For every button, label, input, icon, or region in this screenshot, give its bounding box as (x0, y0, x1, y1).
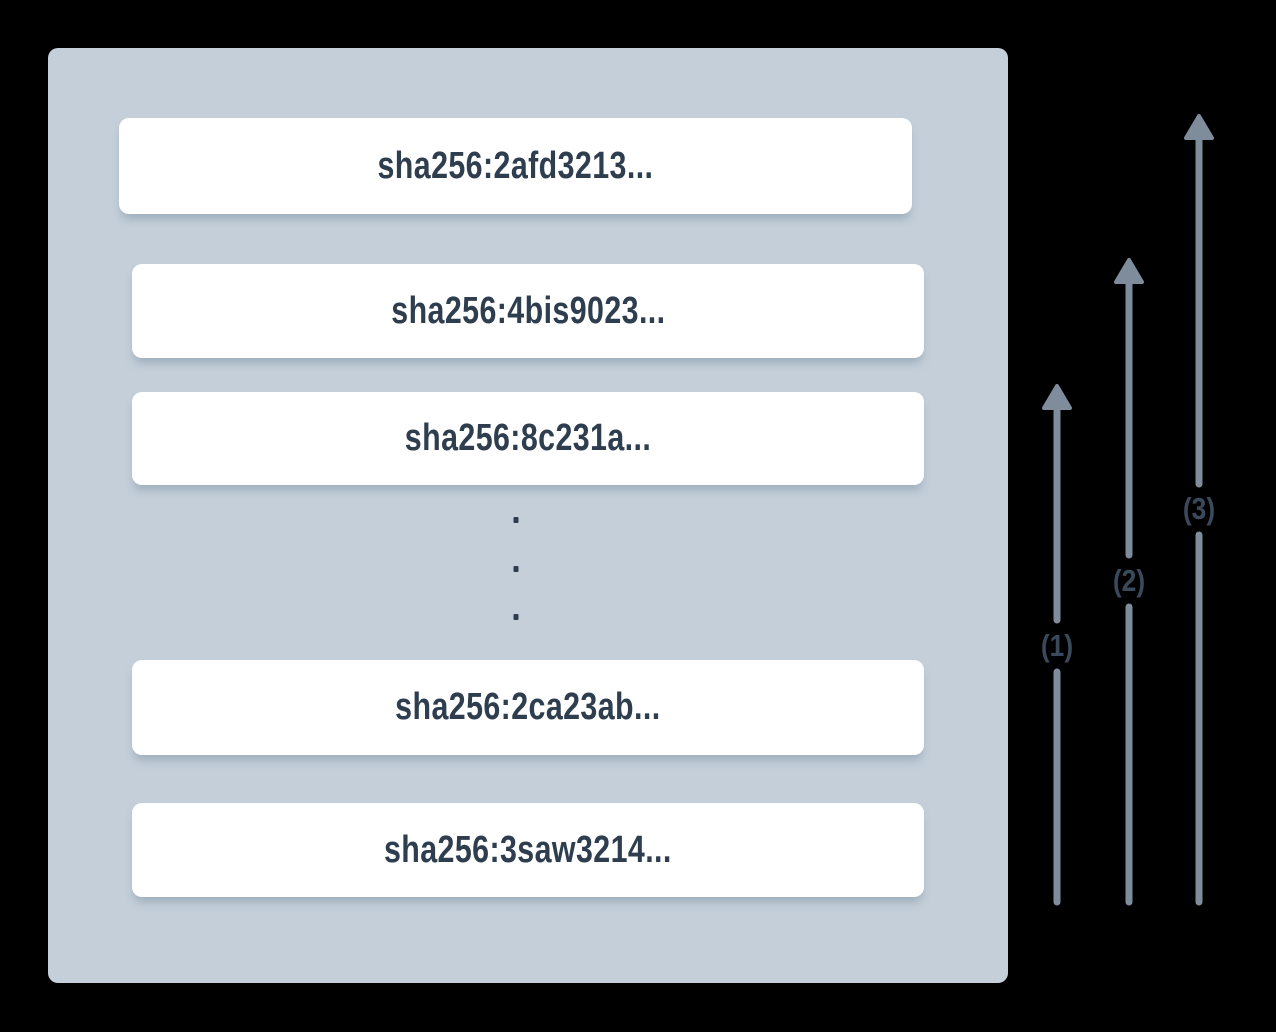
up-arrow-2-icon (1114, 258, 1144, 906)
ellipsis-dot-icon (513, 566, 519, 572)
arrow-label-1: (1) (1040, 628, 1074, 663)
ellipsis-dot-icon (513, 517, 519, 523)
layer-hash-box: sha256:3saw3214... (132, 803, 924, 897)
arrows-graphic (1042, 114, 1214, 906)
layer-hash-box: sha256:8c231a... (132, 392, 924, 485)
arrow-label-2: (2) (1112, 563, 1146, 598)
layer-hash-label: sha256:2afd3213... (377, 144, 654, 187)
layer-hash-box: sha256:4bis9023... (132, 264, 924, 358)
layer-hash-label: sha256:3saw3214... (384, 828, 672, 871)
up-arrow-1-icon (1042, 384, 1072, 906)
layer-hash-box: sha256:2ca23ab... (132, 660, 924, 755)
up-arrow-3-icon (1184, 114, 1214, 906)
layer-hash-label: sha256:4bis9023... (390, 289, 666, 332)
ellipsis-dot-icon (513, 614, 519, 620)
layer-hash-label: sha256:2ca23ab... (395, 686, 661, 728)
layer-hash-label: sha256:8c231a... (404, 417, 652, 459)
image-layers-panel: sha256:2afd3213... sha256:4bis9023... sh… (48, 48, 1008, 983)
layer-hash-box: sha256:2afd3213... (119, 118, 912, 214)
arrow-label-3: (3) (1182, 491, 1216, 526)
